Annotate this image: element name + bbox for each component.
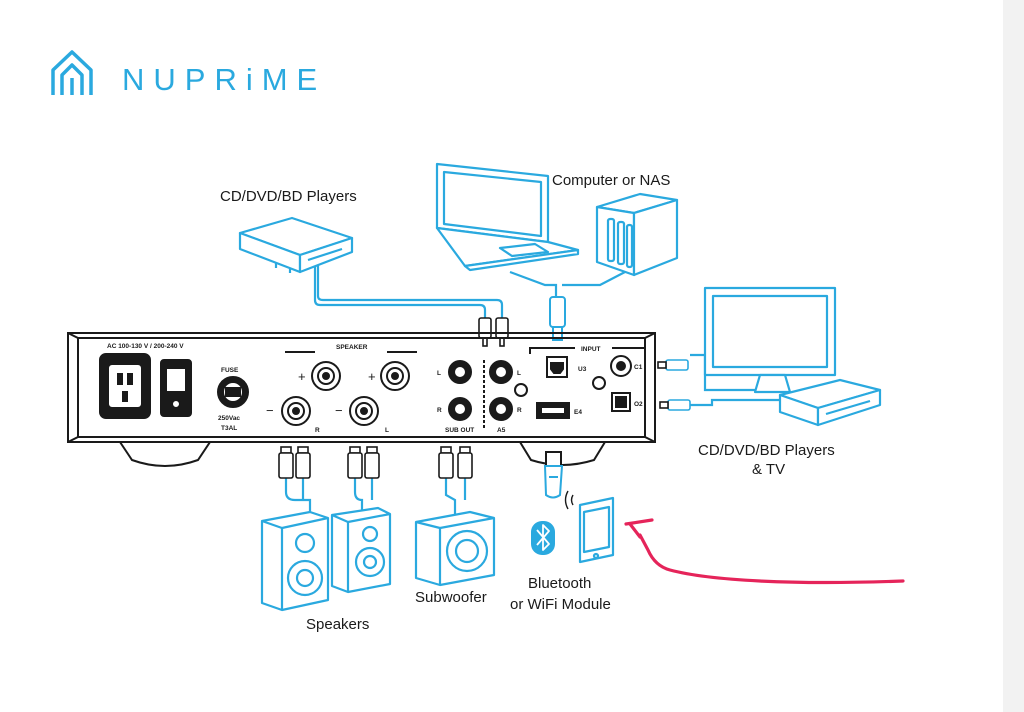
bluetooth-icon bbox=[531, 521, 555, 555]
rca-plugs-speakers bbox=[278, 446, 473, 479]
panel-a5: A5 bbox=[497, 427, 506, 434]
label-subwoofer: Subwoofer bbox=[415, 589, 487, 606]
brand-name: NUPRiME bbox=[122, 62, 326, 97]
panel-fuse-rating: 250Vac bbox=[218, 415, 240, 422]
panel-sub-r: R bbox=[437, 407, 442, 414]
nuprime-logo-icon bbox=[51, 50, 93, 95]
bluetooth-dongle-icon bbox=[543, 451, 564, 499]
nas-icon bbox=[595, 192, 679, 277]
panel-o2: O2 bbox=[634, 401, 643, 408]
label-computer-nas: Computer or NAS bbox=[552, 172, 670, 189]
amplifier-rear-panel bbox=[67, 332, 656, 467]
speaker-right-icon bbox=[330, 506, 392, 594]
tv-monitor-icon bbox=[703, 286, 837, 394]
right-edge-strip bbox=[1003, 0, 1024, 712]
label-bluetooth: Bluetooth bbox=[528, 575, 591, 592]
cd-player-top bbox=[238, 216, 354, 274]
panel-a5-r: R bbox=[517, 407, 522, 414]
panel-u3: U3 bbox=[578, 366, 587, 373]
panel-e4: E4 bbox=[574, 409, 582, 416]
label-cd-players-tv-1: CD/DVD/BD Players bbox=[698, 442, 835, 459]
panel-a5-l: L bbox=[517, 370, 521, 377]
panel-sub-out: SUB OUT bbox=[445, 427, 474, 434]
smartphone-icon bbox=[578, 496, 615, 564]
panel-minus-left: − bbox=[335, 403, 343, 418]
panel-speaker-l: L bbox=[385, 427, 389, 434]
panel-ac-label: AC 100-130 V / 200-240 V bbox=[107, 343, 184, 350]
label-cd-players-top: CD/DVD/BD Players bbox=[220, 188, 357, 205]
panel-input: INPUT bbox=[581, 346, 601, 353]
cd-player-right bbox=[778, 378, 882, 427]
panel-fuse-type: T3AL bbox=[221, 425, 237, 432]
panel-speaker-label: SPEAKER bbox=[336, 344, 368, 351]
panel-c1: C1 bbox=[634, 364, 643, 371]
panel-plus-right: + bbox=[298, 369, 306, 384]
subwoofer-icon bbox=[414, 510, 496, 587]
label-cd-players-tv-2: & TV bbox=[752, 461, 785, 478]
panel-speaker-r: R bbox=[315, 427, 320, 434]
rca-plugs-right bbox=[657, 359, 691, 411]
panel-sub-l: L bbox=[437, 370, 441, 377]
panel-fuse-label: FUSE bbox=[221, 367, 239, 374]
panel-plus-left: + bbox=[368, 369, 376, 384]
red-annotation-arrow bbox=[624, 518, 905, 585]
label-speakers: Speakers bbox=[306, 616, 369, 633]
speaker-left-icon bbox=[260, 510, 330, 612]
laptop-icon bbox=[435, 162, 580, 272]
label-wifi-module: or WiFi Module bbox=[510, 596, 611, 613]
panel-minus-right: − bbox=[266, 403, 274, 418]
wifi-signal-icon bbox=[564, 490, 574, 510]
